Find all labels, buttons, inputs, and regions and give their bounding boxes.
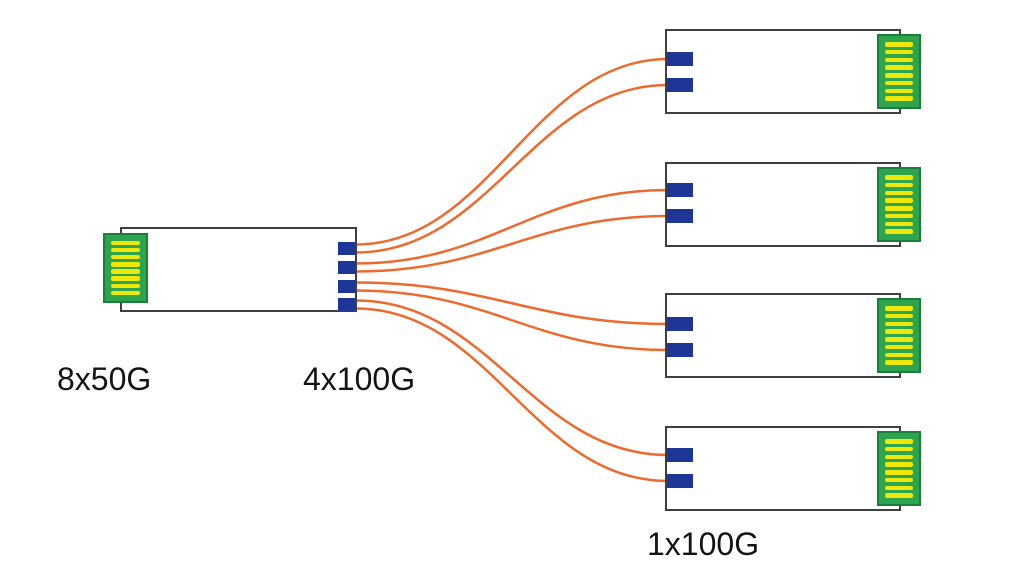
- connector-contact-stripe: [111, 283, 140, 289]
- left-module-port-3: [338, 280, 355, 293]
- connector-contact-stripe: [885, 352, 913, 358]
- connector-contact-stripe: [885, 485, 913, 491]
- connector-contact-stripe: [885, 65, 913, 70]
- connector-contact-stripe: [885, 42, 913, 47]
- connector-contact-stripe: [885, 73, 913, 78]
- fiber-cable-port3-to-module3: [354, 281, 670, 326]
- connector-contact-stripe: [111, 276, 140, 281]
- fiber-cable-port2-to-module2: [354, 188, 670, 265]
- left-module-port-1: [338, 242, 355, 255]
- right-module-2-port-1: [667, 183, 693, 197]
- connector-contact-stripe: [885, 439, 913, 444]
- connector-contact-stripe: [885, 470, 913, 475]
- connector-contact-stripe: [885, 221, 913, 227]
- fiber-cable-port2-to-module2: [354, 214, 670, 273]
- connector-contact-stripe: [885, 321, 913, 327]
- label-left-module: 8x50G: [57, 361, 152, 397]
- connector-contact-stripe: [885, 213, 913, 219]
- connector-contact-stripe: [111, 290, 140, 296]
- left-module-port-4: [338, 298, 355, 311]
- connector-contact-stripe: [885, 462, 913, 467]
- connector-contact-stripe: [885, 477, 913, 483]
- right-transceiver-module-3: [665, 293, 901, 378]
- right-module-1-port-2: [667, 78, 693, 92]
- connector-contact-stripe: [885, 175, 913, 180]
- connector-contact-stripe: [885, 198, 913, 203]
- right-edge-connector-3: [877, 298, 921, 373]
- fiber-cable-port3-to-module3: [354, 289, 670, 352]
- connector-contact-stripe: [885, 313, 913, 319]
- right-edge-connector-4: [877, 431, 921, 506]
- left-edge-connector: [103, 233, 148, 303]
- connector-contact-stripe: [885, 329, 913, 334]
- right-transceiver-module-2: [665, 162, 901, 247]
- right-edge-connector-1: [877, 34, 921, 109]
- right-module-3-port-2: [667, 343, 693, 357]
- connector-contact-stripe: [885, 57, 913, 63]
- right-module-4-port-2: [667, 474, 693, 488]
- connector-contact-stripe: [885, 96, 913, 101]
- connector-contact-stripe: [885, 182, 913, 188]
- right-edge-connector-2: [877, 167, 921, 242]
- right-module-4-port-1: [667, 448, 693, 462]
- connector-contact-stripe: [885, 446, 913, 452]
- fiber-cable-port4-to-module4: [354, 299, 670, 457]
- connector-contact-stripe: [885, 306, 913, 311]
- connector-contact-stripe: [885, 88, 913, 94]
- right-module-1-port-1: [667, 52, 693, 66]
- connector-contact-stripe: [111, 247, 140, 253]
- label-right-modules: 1x100G: [647, 526, 760, 562]
- left-transceiver-module: [120, 227, 357, 312]
- fiber-cable-port1-to-module1: [354, 57, 670, 246]
- connector-contact-stripe: [885, 493, 913, 498]
- connector-contact-stripe: [885, 206, 913, 211]
- connector-contact-stripe: [885, 49, 913, 55]
- connector-contact-stripe: [885, 454, 913, 460]
- fiber-cable-port4-to-module4: [354, 307, 670, 483]
- right-transceiver-module-4: [665, 426, 901, 511]
- connector-contact-stripe: [111, 240, 140, 246]
- connector-contact-stripe: [885, 360, 913, 365]
- connector-contact-stripe: [885, 344, 913, 350]
- connector-contact-stripe: [111, 262, 140, 267]
- right-transceiver-module-1: [665, 29, 901, 114]
- connector-contact-stripe: [885, 190, 913, 196]
- connector-contact-stripe: [885, 80, 913, 86]
- label-breakout-cable: 4x100G: [303, 361, 416, 397]
- left-module-port-2: [338, 261, 355, 274]
- right-module-3-port-1: [667, 317, 693, 331]
- right-module-2-port-2: [667, 209, 693, 223]
- connector-contact-stripe: [885, 337, 913, 342]
- connector-contact-stripe: [111, 269, 140, 274]
- connector-contact-stripe: [111, 254, 140, 260]
- connector-contact-stripe: [885, 229, 913, 234]
- fiber-cable-port1-to-module1: [354, 83, 670, 254]
